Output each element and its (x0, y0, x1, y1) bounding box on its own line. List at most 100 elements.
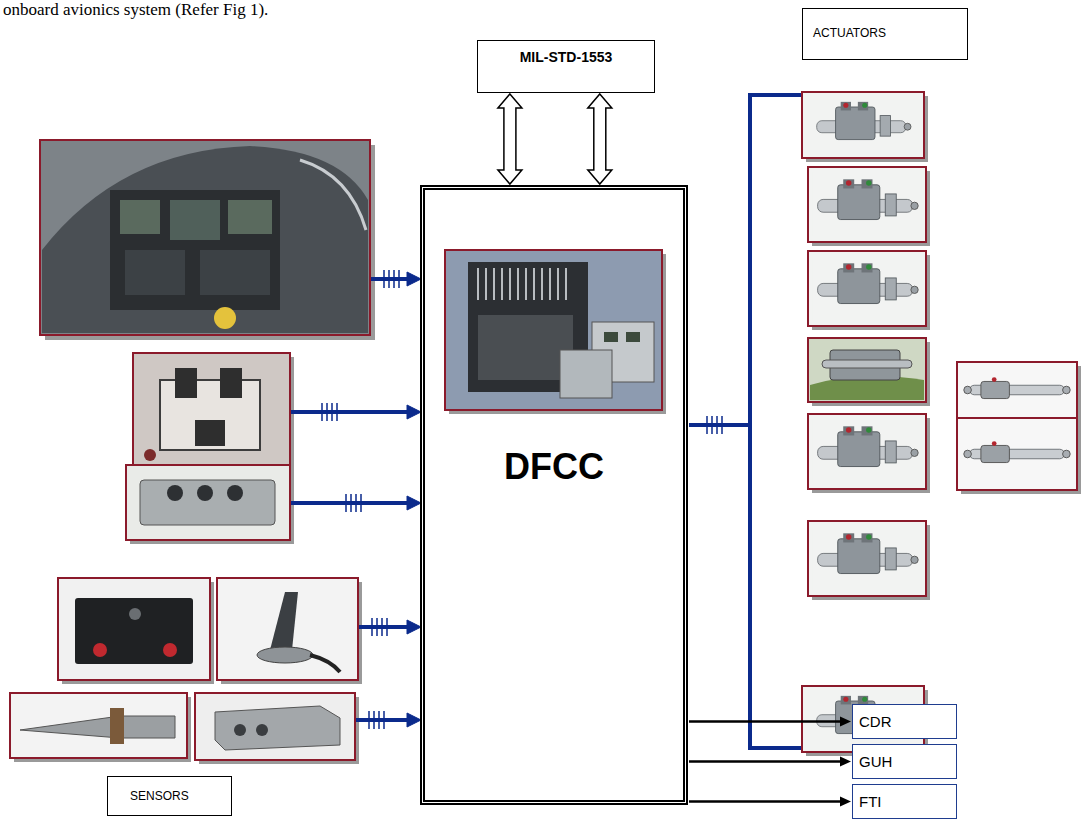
picture-frame (195, 693, 355, 760)
output-box: CDR (852, 704, 957, 739)
picture-frame (957, 362, 1077, 418)
text-line: onboard avionics system (Refer Fig 1). (3, 0, 268, 20)
signal-line (689, 760, 840, 763)
circuit-card (560, 350, 612, 398)
arrow-head (407, 272, 421, 286)
actuator-rod (822, 360, 912, 368)
display (228, 200, 272, 234)
signal-line (689, 720, 840, 723)
computer-box: DFCC (420, 185, 688, 805)
picture-frame (808, 251, 926, 326)
arrow-head (407, 713, 421, 727)
data-wire (356, 718, 410, 722)
connector (93, 643, 107, 657)
hash-mark (322, 403, 337, 421)
bus-line (748, 746, 802, 750)
hash-mark (369, 711, 384, 729)
actuator-picture (812, 526, 922, 590)
display (120, 200, 160, 234)
canopy (42, 146, 368, 333)
sensor-unit-picture (58, 578, 214, 684)
hash-mark (384, 270, 399, 288)
picture-frame (808, 414, 926, 489)
picture-shadow (812, 171, 930, 246)
picture-frame (802, 92, 924, 158)
unit-body (75, 598, 193, 664)
picture-frame (445, 250, 662, 410)
bus-line (748, 93, 752, 750)
arrow-head (840, 797, 851, 807)
sensor-box-picture (126, 465, 294, 544)
data-wire (291, 410, 410, 414)
box-label: ACTUATORS (813, 27, 886, 41)
picture-frame (133, 353, 290, 471)
panel (125, 250, 185, 295)
instrument-panel (110, 190, 280, 310)
canopy-rim (300, 160, 366, 230)
box-label: CDR (859, 713, 892, 730)
probe-mount (110, 708, 124, 744)
signal-arrow (689, 717, 851, 727)
picture-shadow (812, 255, 930, 330)
hash-mark (346, 494, 361, 512)
picture-frame (40, 140, 370, 335)
gyro (175, 368, 197, 398)
probe-picture (10, 693, 191, 762)
actuator-picture (812, 172, 922, 236)
bus-box: MIL-STD-1553 (477, 40, 655, 93)
actuator-picture (960, 430, 1074, 478)
arrow-head (407, 620, 421, 634)
chip (626, 332, 640, 342)
signal-line (689, 800, 840, 803)
connector (144, 449, 156, 461)
picture-frame (808, 338, 926, 402)
bus-arrow (498, 94, 522, 184)
box-label: GUH (859, 753, 892, 770)
data-wire (359, 625, 410, 629)
picture-frame (808, 167, 926, 242)
block-arrow (498, 94, 522, 184)
dfcc-picture (445, 250, 666, 414)
display (170, 200, 220, 240)
arrow-head (840, 717, 851, 727)
gyro (195, 420, 225, 446)
stick-grip (214, 307, 236, 329)
actuator-picture (812, 419, 922, 483)
caption-box: ACTUATORS (802, 8, 968, 60)
picture-frame (808, 521, 926, 596)
signal-arrow (689, 757, 851, 767)
output-box: FTI (852, 784, 957, 819)
picture-frame (957, 418, 1077, 490)
arrow-head (840, 757, 851, 767)
unit-body (215, 706, 340, 750)
hash-mark (372, 618, 387, 636)
rig-picture (133, 353, 294, 475)
connector (163, 643, 177, 657)
picture-frame (10, 693, 187, 758)
computer-unit-picture (195, 693, 359, 764)
cockpit-picture (40, 140, 375, 340)
connector (129, 608, 141, 620)
bus-arrow (588, 94, 612, 184)
picture-shadow (806, 96, 928, 162)
box-label: DFCC (504, 446, 604, 487)
probe (20, 716, 175, 738)
output-box: GUH (852, 744, 957, 779)
picture-shadow (812, 525, 930, 600)
connector (234, 724, 246, 736)
picture-shadow (961, 366, 1081, 422)
sensor-links (291, 272, 421, 727)
gyro (220, 368, 242, 398)
picture-shadow (812, 418, 930, 493)
caption-box: SENSORS (107, 776, 232, 816)
connector (227, 485, 243, 501)
front-panel (478, 315, 573, 380)
actuator-bus (689, 93, 802, 750)
block-arrow (588, 94, 612, 184)
bus-line (689, 423, 750, 427)
picture-frame (217, 578, 358, 680)
picture-frame (58, 578, 210, 680)
